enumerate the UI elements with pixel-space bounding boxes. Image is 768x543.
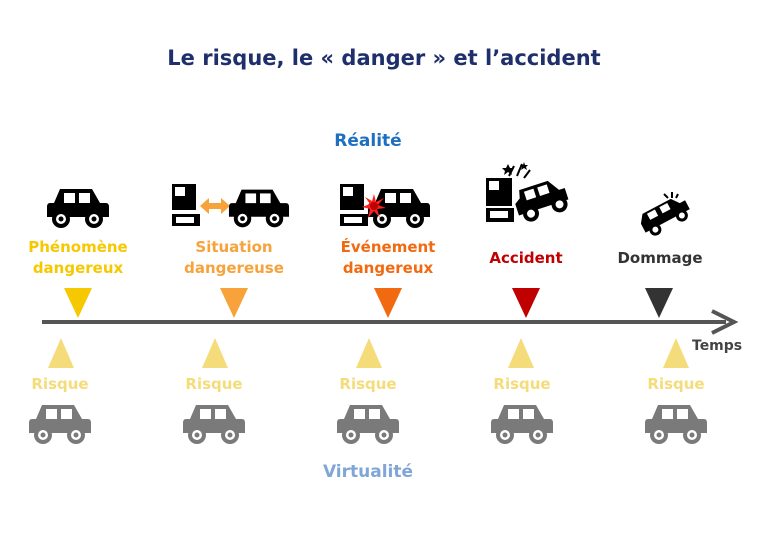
stage-label-dommage: Dommage: [580, 248, 740, 269]
risk-label: Risque: [493, 375, 551, 393]
risk-label: Risque: [185, 375, 243, 393]
stage-marker-phenomene: [64, 288, 92, 318]
stage-label-accident: Accident: [446, 248, 606, 269]
stage-marker-evenement: [374, 288, 402, 318]
stage-label-line2: dangereux: [342, 259, 434, 277]
diagram-title: Le risque, le « danger » et l’accident: [167, 46, 601, 70]
double-arrow-icon: [200, 198, 230, 214]
crash-icon: [486, 162, 569, 222]
overturned-car-icon: [640, 192, 690, 236]
virtualite-label: Virtualité: [322, 462, 414, 482]
car-icon: [28, 401, 92, 445]
stage-label-evenement: Événement dangereux: [308, 237, 468, 279]
stage-label-line1: Situation: [195, 238, 273, 256]
stage-marker-accident: [512, 288, 540, 318]
stage-label-situation: Situation dangereuse: [154, 237, 314, 279]
stage-marker-situation: [220, 288, 248, 318]
risk-marker: [508, 338, 534, 368]
stage-label-phenomene: Phénomène dangereux: [0, 237, 158, 279]
stage-label-line1: Dommage: [617, 249, 703, 267]
stage-label-line1: Événement: [340, 238, 436, 256]
risk-label: Risque: [339, 375, 397, 393]
stage-label-line1: Accident: [489, 249, 563, 267]
realite-label: Réalité: [334, 131, 402, 151]
car-icon: [182, 401, 246, 445]
stage-label-line2: dangereux: [32, 259, 124, 277]
car-icon: [644, 401, 708, 445]
impact-spark-icon: [362, 194, 386, 218]
stage-marker-dommage: [645, 288, 673, 318]
risk-marker: [663, 338, 689, 368]
risk-marker: [202, 338, 228, 368]
car-icon: [46, 185, 110, 229]
risk-label: Risque: [31, 375, 89, 393]
stage-label-line2: dangereuse: [184, 259, 284, 277]
timeline-axis: [42, 288, 739, 368]
risk-marker: [48, 338, 74, 368]
risk-marker: [356, 338, 382, 368]
risk-label: Risque: [647, 375, 705, 393]
axis-label-temps: Temps: [692, 338, 743, 354]
car-icon: [336, 401, 400, 445]
car-icon: [490, 401, 554, 445]
stage-label-line1: Phénomène: [28, 238, 128, 256]
